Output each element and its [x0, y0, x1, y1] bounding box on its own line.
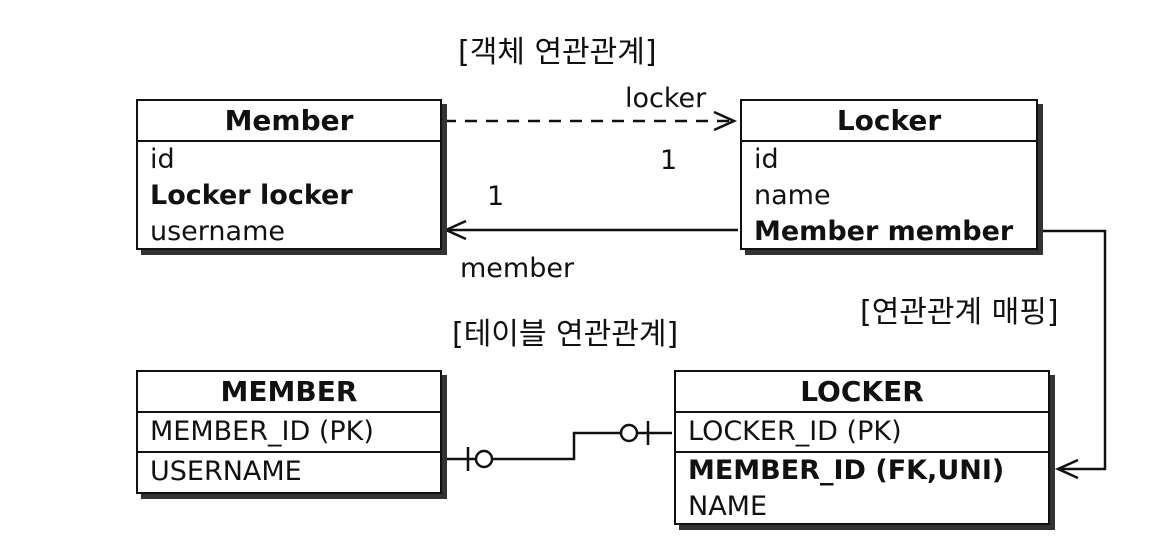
member-multiplicity: 1: [487, 181, 505, 212]
mapping-title: [연관관계 매핑]: [860, 295, 1059, 330]
locker-reference-arrowhead: [713, 110, 738, 132]
locker-table-column-id: LOCKER_ID (PK): [676, 413, 1048, 453]
locker-table-name: LOCKER: [676, 372, 1048, 413]
member-table-column-username: USERNAME: [150, 456, 302, 487]
locker-table-box: LOCKER LOCKER_ID (PK) MEMBER_ID (FK,UNI)…: [674, 370, 1050, 525]
member-table-box: MEMBER MEMBER_ID (PK) USERNAME: [136, 370, 442, 494]
mapping-connector: [1040, 229, 1107, 471]
locker-table-column-name: NAME: [688, 491, 768, 522]
table-relation-title: [테이블 연관관계]: [452, 317, 679, 352]
member-object-box: Member id Locker locker username: [136, 99, 442, 250]
member-object-name: Member: [138, 101, 440, 142]
member-table-name: MEMBER: [138, 372, 440, 413]
member-side-circle: [474, 449, 494, 469]
member-object-field-id: id: [150, 144, 175, 175]
member-object-field-locker: Locker locker: [150, 180, 353, 211]
member-table-column-id: MEMBER_ID (PK): [138, 413, 440, 453]
object-relation-title: [객체 연관관계]: [458, 35, 657, 70]
locker-table-column-member-id: MEMBER_ID (FK,UNI): [688, 455, 1005, 486]
locker-object-field-member: Member member: [754, 216, 1014, 247]
member-object-field-username: username: [150, 216, 285, 247]
locker-object-box: Locker id name Member member: [740, 99, 1038, 250]
locker-object-field-id: id: [754, 144, 779, 175]
member-reference-arrowhead: [442, 219, 467, 241]
locker-side-circle: [619, 423, 639, 443]
locker-object-field-name: name: [754, 180, 831, 211]
mapping-arrowhead: [1054, 458, 1079, 480]
member-reference-label: member: [460, 253, 575, 284]
locker-object-name: Locker: [742, 101, 1036, 142]
locker-multiplicity: 1: [660, 145, 678, 176]
locker-reference-label: locker: [625, 83, 707, 114]
